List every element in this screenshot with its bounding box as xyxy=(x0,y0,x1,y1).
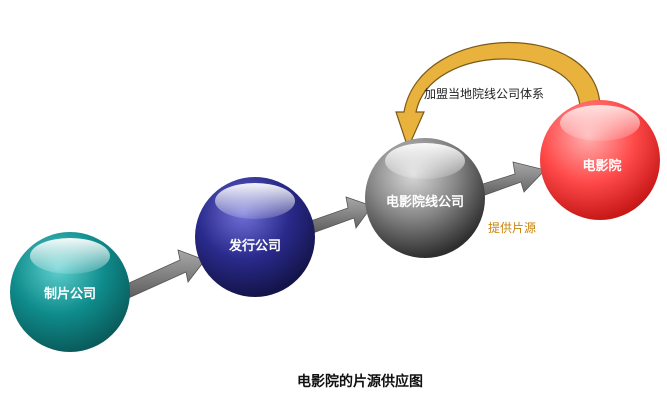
node-producer: 制片公司 xyxy=(10,232,130,352)
node-cinema: 电影院 xyxy=(540,100,660,220)
curved-arrow-join xyxy=(395,41,601,150)
node-distributor-label: 发行公司 xyxy=(228,238,281,254)
diagram-caption: 电影院的片源供应图 xyxy=(297,373,423,390)
annotation-supply-films: 提供片源 xyxy=(488,220,536,235)
node-cinema-label: 电影院 xyxy=(582,158,621,174)
flow-arrow-distributor-chain xyxy=(304,196,373,235)
annotation-join-chain: 加盟当地院线公司体系 xyxy=(424,87,544,101)
node-chain-label: 电影院线公司 xyxy=(386,194,464,210)
node-distributor: 发行公司 xyxy=(195,177,315,297)
flow-arrow-producer-distributor xyxy=(117,249,206,301)
node-producer-label: 制片公司 xyxy=(44,286,96,302)
node-chain: 电影院线公司 xyxy=(365,138,485,258)
